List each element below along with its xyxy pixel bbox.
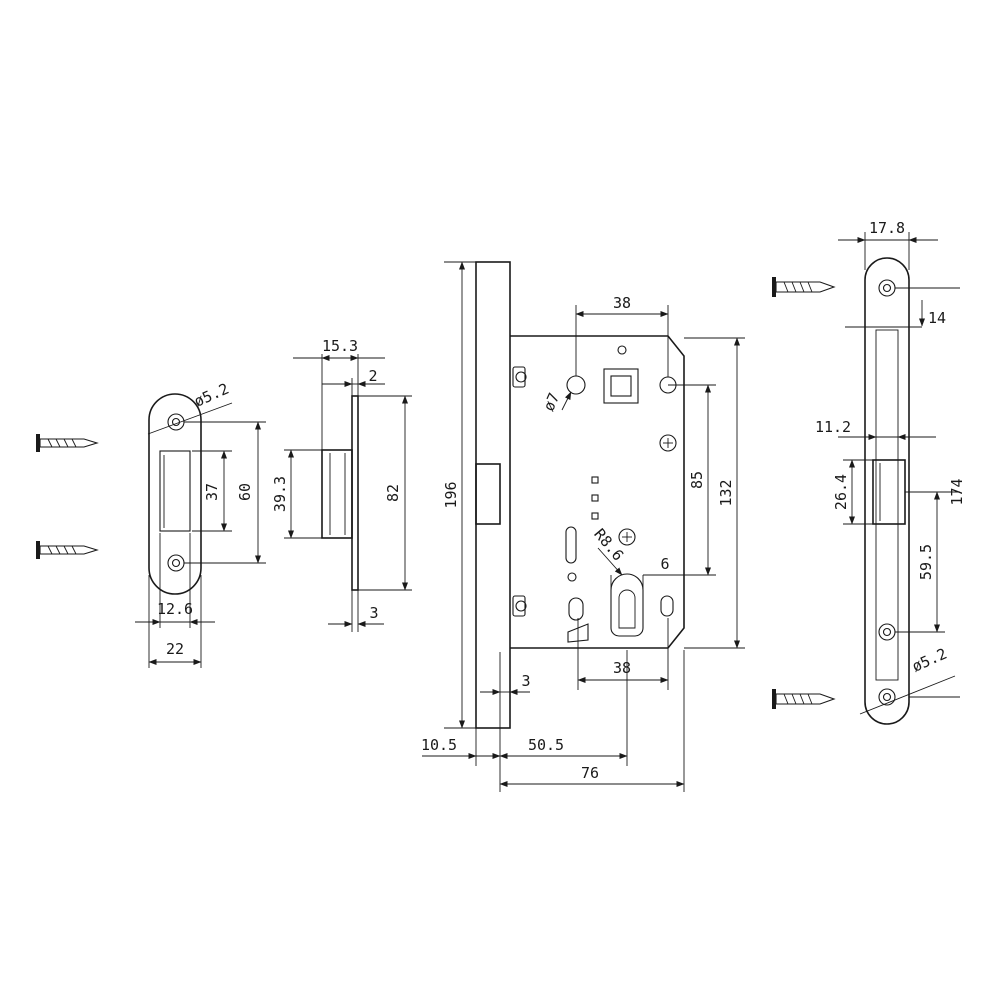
latch-bolt-dimensions — [284, 354, 412, 632]
lock-case — [510, 335, 685, 649]
lock-faceplate — [475, 261, 511, 729]
strike-plate-long — [864, 257, 910, 725]
lock-case-dimensions — [422, 261, 745, 792]
latch-bolt — [321, 395, 359, 591]
strike-plate-dimensions — [135, 402, 266, 668]
screw-left-top — [36, 434, 99, 452]
screw-right-top — [772, 277, 836, 297]
screw-left-bottom — [36, 541, 99, 559]
screw-right-bottom — [772, 689, 836, 709]
strike-plate-long-dimensions — [838, 232, 960, 715]
